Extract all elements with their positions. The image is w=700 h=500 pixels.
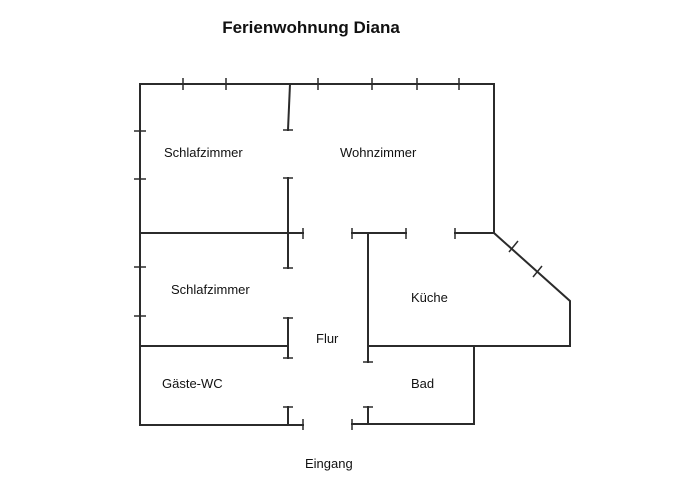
room-label-living-room: Wohnzimmer <box>340 145 417 160</box>
room-label-guest-wc: Gäste-WC <box>162 376 223 391</box>
exterior-walls <box>139 83 571 426</box>
wall-bedroom-living-upper <box>286 82 292 132</box>
window-mark-diag-1 <box>508 240 519 253</box>
entrance-label: Eingang <box>305 456 353 471</box>
room-label-bathroom: Bad <box>411 376 435 391</box>
opening-marks <box>134 78 543 430</box>
room-label-bedroom-top: Schlafzimmer <box>164 145 243 160</box>
room-label-kitchen: Küche <box>411 290 448 305</box>
window-mark-diag-2 <box>532 265 543 278</box>
room-label-bedroom-mid: Schlafzimmer <box>171 282 250 297</box>
plan-title: Ferienwohnung Diana <box>222 18 400 37</box>
room-label-hallway: Flur <box>316 331 339 346</box>
interior-walls <box>139 82 495 426</box>
exterior-wall-west-north-east <box>139 83 571 426</box>
